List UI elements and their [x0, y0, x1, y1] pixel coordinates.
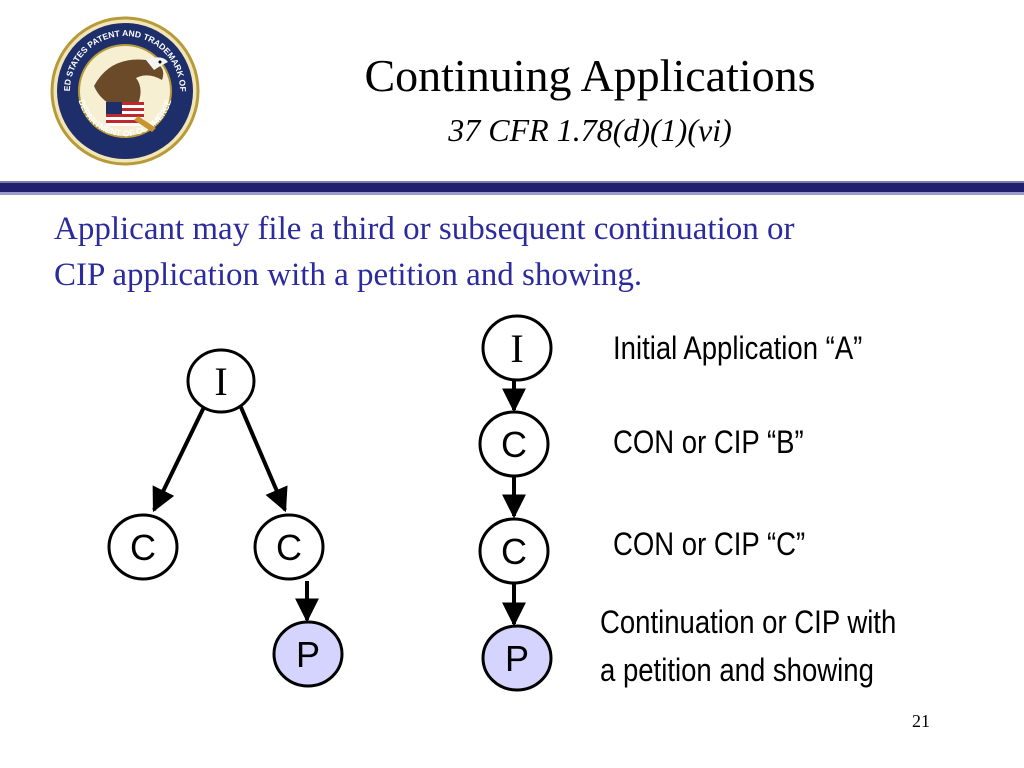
tree-node-child-b: C [253, 513, 325, 581]
chain-node-petition-label: P [505, 638, 529, 679]
tree-node-root-label: I [214, 359, 227, 404]
body-text: Applicant may file a third or subsequent… [54, 206, 984, 298]
edge-root-to-child-b [238, 404, 288, 513]
chain-node-con-b-label: C [501, 424, 527, 465]
body-line-1: Applicant may file a third or subsequent… [54, 211, 795, 247]
chain-node-con-c-label: C [501, 531, 527, 572]
page-number: 21 [912, 711, 930, 731]
legend-petition-line-2: a petition and showing [600, 652, 874, 688]
legend-initial-application: Initial Application “A” [613, 330, 863, 366]
edge-root-to-child-a [152, 404, 207, 513]
legend-con-b: CON or CIP “B” [613, 424, 804, 460]
legend-petition: Continuation or CIP with a petition and … [600, 598, 896, 694]
chain-node-initial: I [481, 314, 553, 382]
tree-node-child-b-label: C [276, 527, 302, 568]
chain-node-petition: P [481, 624, 553, 692]
tree-node-child-a-label: C [130, 527, 156, 568]
legend-petition-line-1: Continuation or CIP with [600, 604, 897, 640]
legend-con-c: CON or CIP “C” [613, 526, 806, 562]
tree-node-petition-label: P [296, 634, 320, 675]
tree-node-child-a: C [107, 513, 179, 581]
title-divider [0, 181, 1024, 195]
slide-title: Continuing Applications [364, 50, 816, 101]
chain-node-con-b: C [478, 410, 550, 478]
tree-node-petition: P [272, 620, 344, 688]
tree-node-root: I [186, 348, 256, 414]
chain-node-con-c: C [478, 517, 550, 585]
uspto-seal-icon: UNITED STATES PATENT AND TRADEMARK OFFIC… [50, 16, 200, 166]
chain-node-initial-label: I [510, 326, 523, 371]
body-line-2: CIP application with a petition and show… [54, 257, 643, 293]
slide-subtitle: 37 CFR 1.78(d)(1)(vi) [448, 112, 732, 148]
